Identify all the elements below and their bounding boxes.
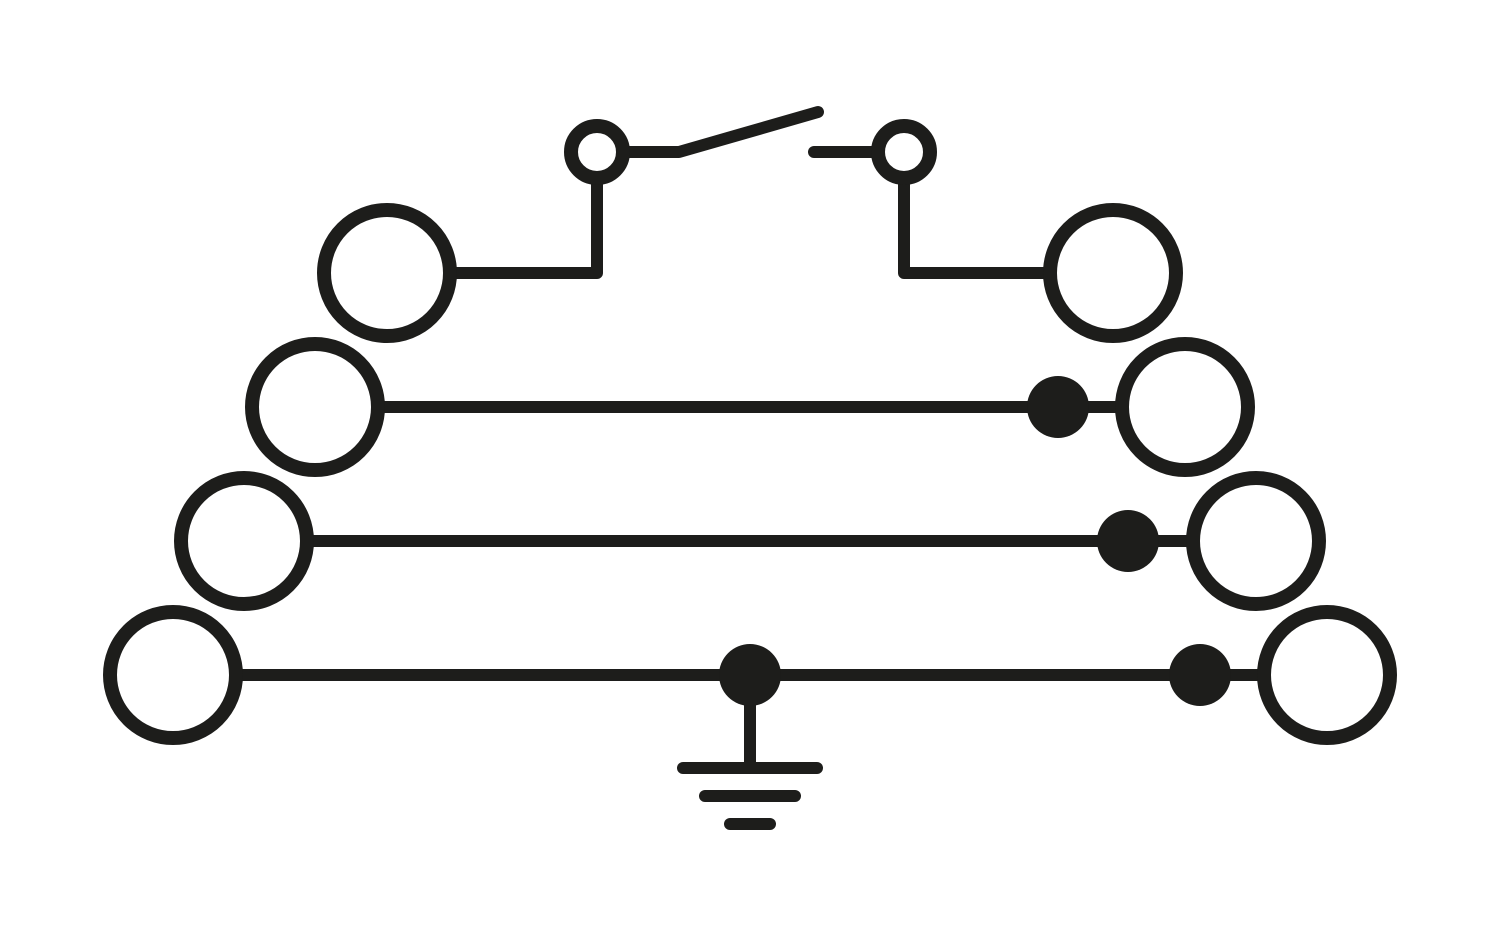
level-2-right-terminal bbox=[1115, 337, 1255, 477]
level-4-junction-dot bbox=[1169, 644, 1231, 706]
level-3-junction-dot bbox=[1097, 510, 1159, 572]
switch-right-pivot bbox=[871, 119, 937, 185]
level-1-switch-group bbox=[317, 106, 1183, 343]
level-3-left-terminal bbox=[174, 471, 314, 611]
level-1-left-wire bbox=[442, 172, 603, 279]
level-1-right-terminal bbox=[1043, 203, 1183, 343]
ground-symbol bbox=[677, 762, 823, 830]
level-4-left-terminal bbox=[103, 605, 243, 745]
switch-blade bbox=[616, 106, 824, 158]
level-1-right-wire bbox=[898, 172, 1056, 279]
level-2-junction-dot bbox=[1027, 376, 1089, 438]
level-4-ground-group bbox=[103, 605, 1397, 830]
level-3-group bbox=[174, 471, 1326, 611]
level-1-left-terminal bbox=[317, 203, 457, 343]
level-4-right-terminal bbox=[1257, 605, 1397, 745]
level-3-right-terminal bbox=[1186, 471, 1326, 611]
switch-left-pivot bbox=[564, 119, 630, 185]
level-2-left-terminal bbox=[245, 337, 385, 477]
level-2-group bbox=[245, 337, 1255, 477]
ground-junction-dot bbox=[719, 644, 781, 706]
